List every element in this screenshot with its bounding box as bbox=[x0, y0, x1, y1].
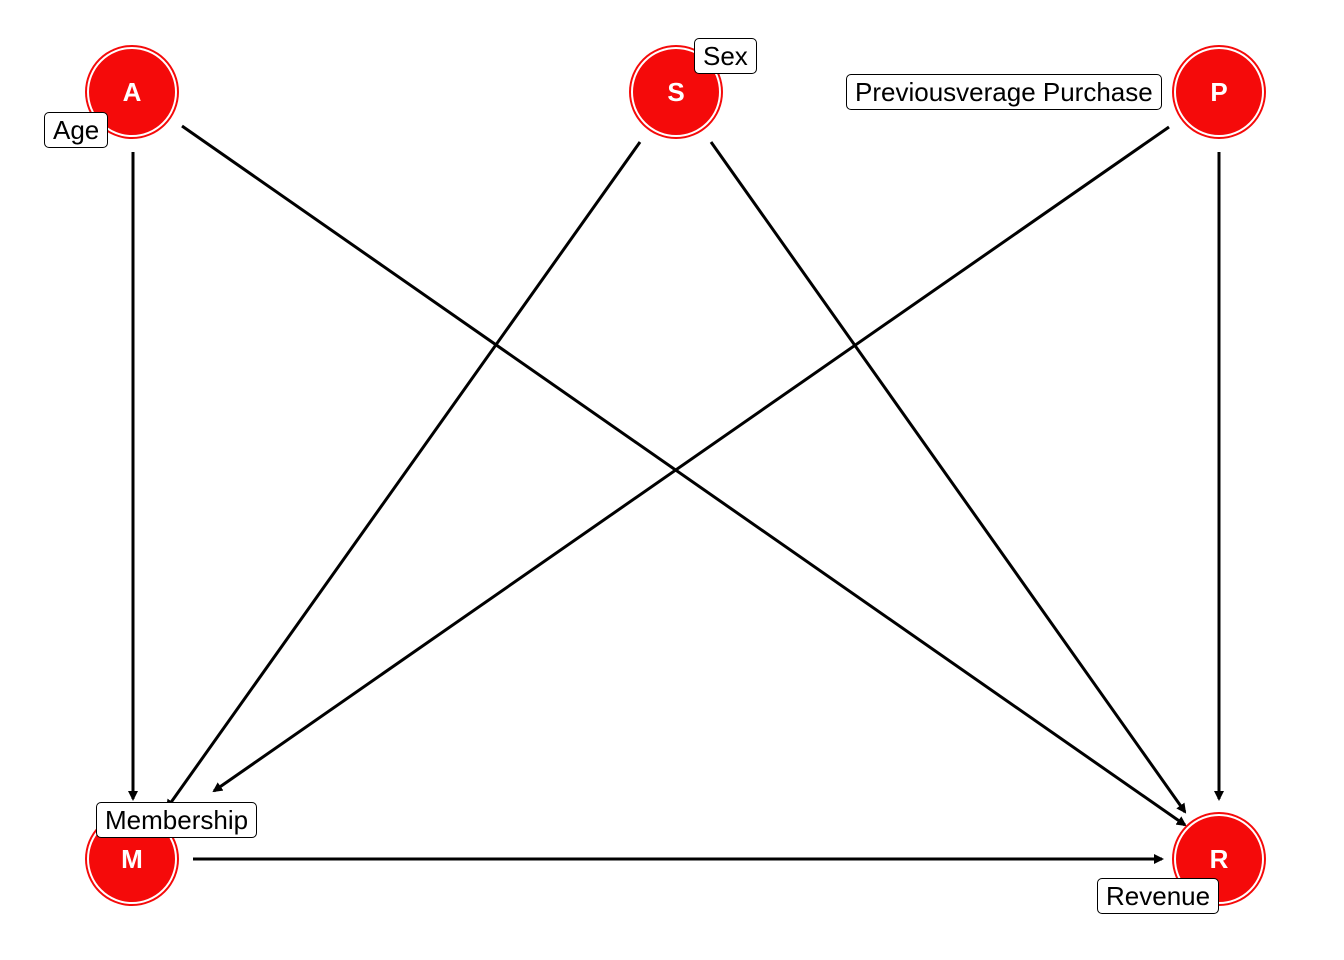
edge-s-to-m bbox=[165, 141, 642, 810]
node-circle bbox=[1172, 45, 1266, 139]
node-ring bbox=[631, 47, 721, 137]
edge-p-to-m bbox=[212, 125, 1170, 793]
node-label-r: Revenue bbox=[1097, 878, 1220, 914]
node-p: P bbox=[1172, 45, 1266, 139]
node-label-p: Previousverage Purchase bbox=[846, 74, 1162, 110]
node-letter: A bbox=[123, 77, 142, 107]
node-a: A bbox=[85, 45, 179, 139]
node-label-a: Age bbox=[44, 112, 109, 148]
node-letter: M bbox=[121, 844, 143, 874]
node-label-s: Sex bbox=[694, 38, 757, 74]
edge-s-to-r bbox=[709, 141, 1187, 814]
node-letter: R bbox=[1210, 844, 1229, 874]
node-letter: P bbox=[1210, 77, 1227, 107]
node-ring bbox=[1174, 47, 1264, 137]
node-ring bbox=[87, 47, 177, 137]
node-circle bbox=[85, 45, 179, 139]
edge-a-to-r bbox=[181, 124, 1187, 827]
node-label-m: Membership bbox=[96, 802, 258, 838]
node-letter: S bbox=[667, 77, 684, 107]
